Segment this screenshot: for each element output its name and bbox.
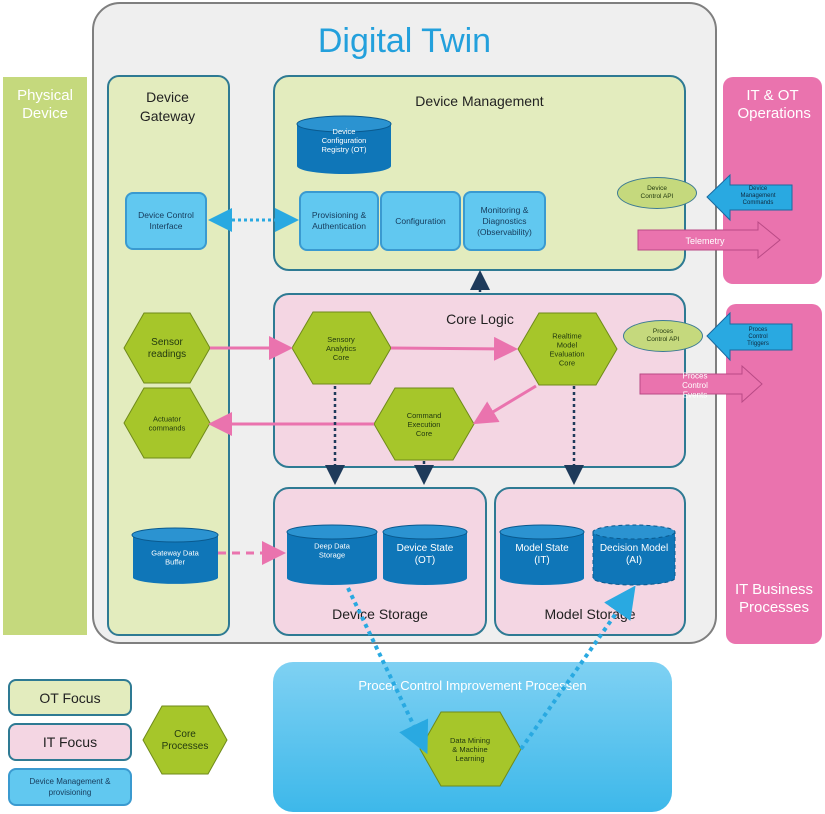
monitoring-diagnostics-box: Monitoring & Diagnostics (Observability)	[463, 191, 546, 251]
it-business-processes-label: IT Business Processes	[734, 581, 814, 616]
core-logic-title: Core Logic	[446, 311, 514, 327]
it-business-processes-column: IT Business Processes	[726, 304, 822, 644]
device-state-label: Device State(OT)	[397, 543, 454, 566]
decision-model-label: Decision Model(AI)	[600, 543, 668, 566]
telemetry-arrow: Telemetry	[637, 220, 781, 260]
device-control-api: Device Control API	[617, 177, 697, 209]
telemetry-label: Telemetry	[685, 236, 725, 246]
physical-device-label: Physical Device	[17, 87, 73, 122]
legend-device-management: Device Management & provisioning	[8, 768, 132, 806]
digital-twin-title: Digital Twin	[317, 22, 492, 60]
configuration-box: Configuration	[380, 191, 461, 251]
decision-model-ai: Decision Model(AI)	[592, 524, 676, 586]
device-storage-title: Device Storage	[332, 606, 428, 622]
it-ot-operations-column: IT & OT Operations	[723, 77, 822, 284]
device-management-title: Device Management	[415, 93, 544, 109]
device-gateway-title: Device Gateway	[139, 89, 196, 124]
legend-it-focus: IT Focus	[8, 723, 132, 761]
legend-ot-focus: OT Focus	[8, 679, 132, 716]
physical-device-column: Physical Device	[3, 77, 87, 635]
model-state-it: Model State(IT)	[499, 524, 585, 585]
device-state-ot: Device State(OT)	[382, 524, 468, 585]
device-control-interface: Device Control Interface	[125, 192, 207, 250]
it-ot-operations-label: IT & OT Operations	[737, 87, 811, 122]
process-control-api: Proces Control API	[623, 320, 703, 352]
provisioning-authentication-box: Provisioning & Authentication	[299, 191, 379, 251]
model-state-label: Model State(IT)	[515, 543, 569, 566]
process-improvement-title: Procer Control Improvement Processen	[358, 678, 587, 693]
